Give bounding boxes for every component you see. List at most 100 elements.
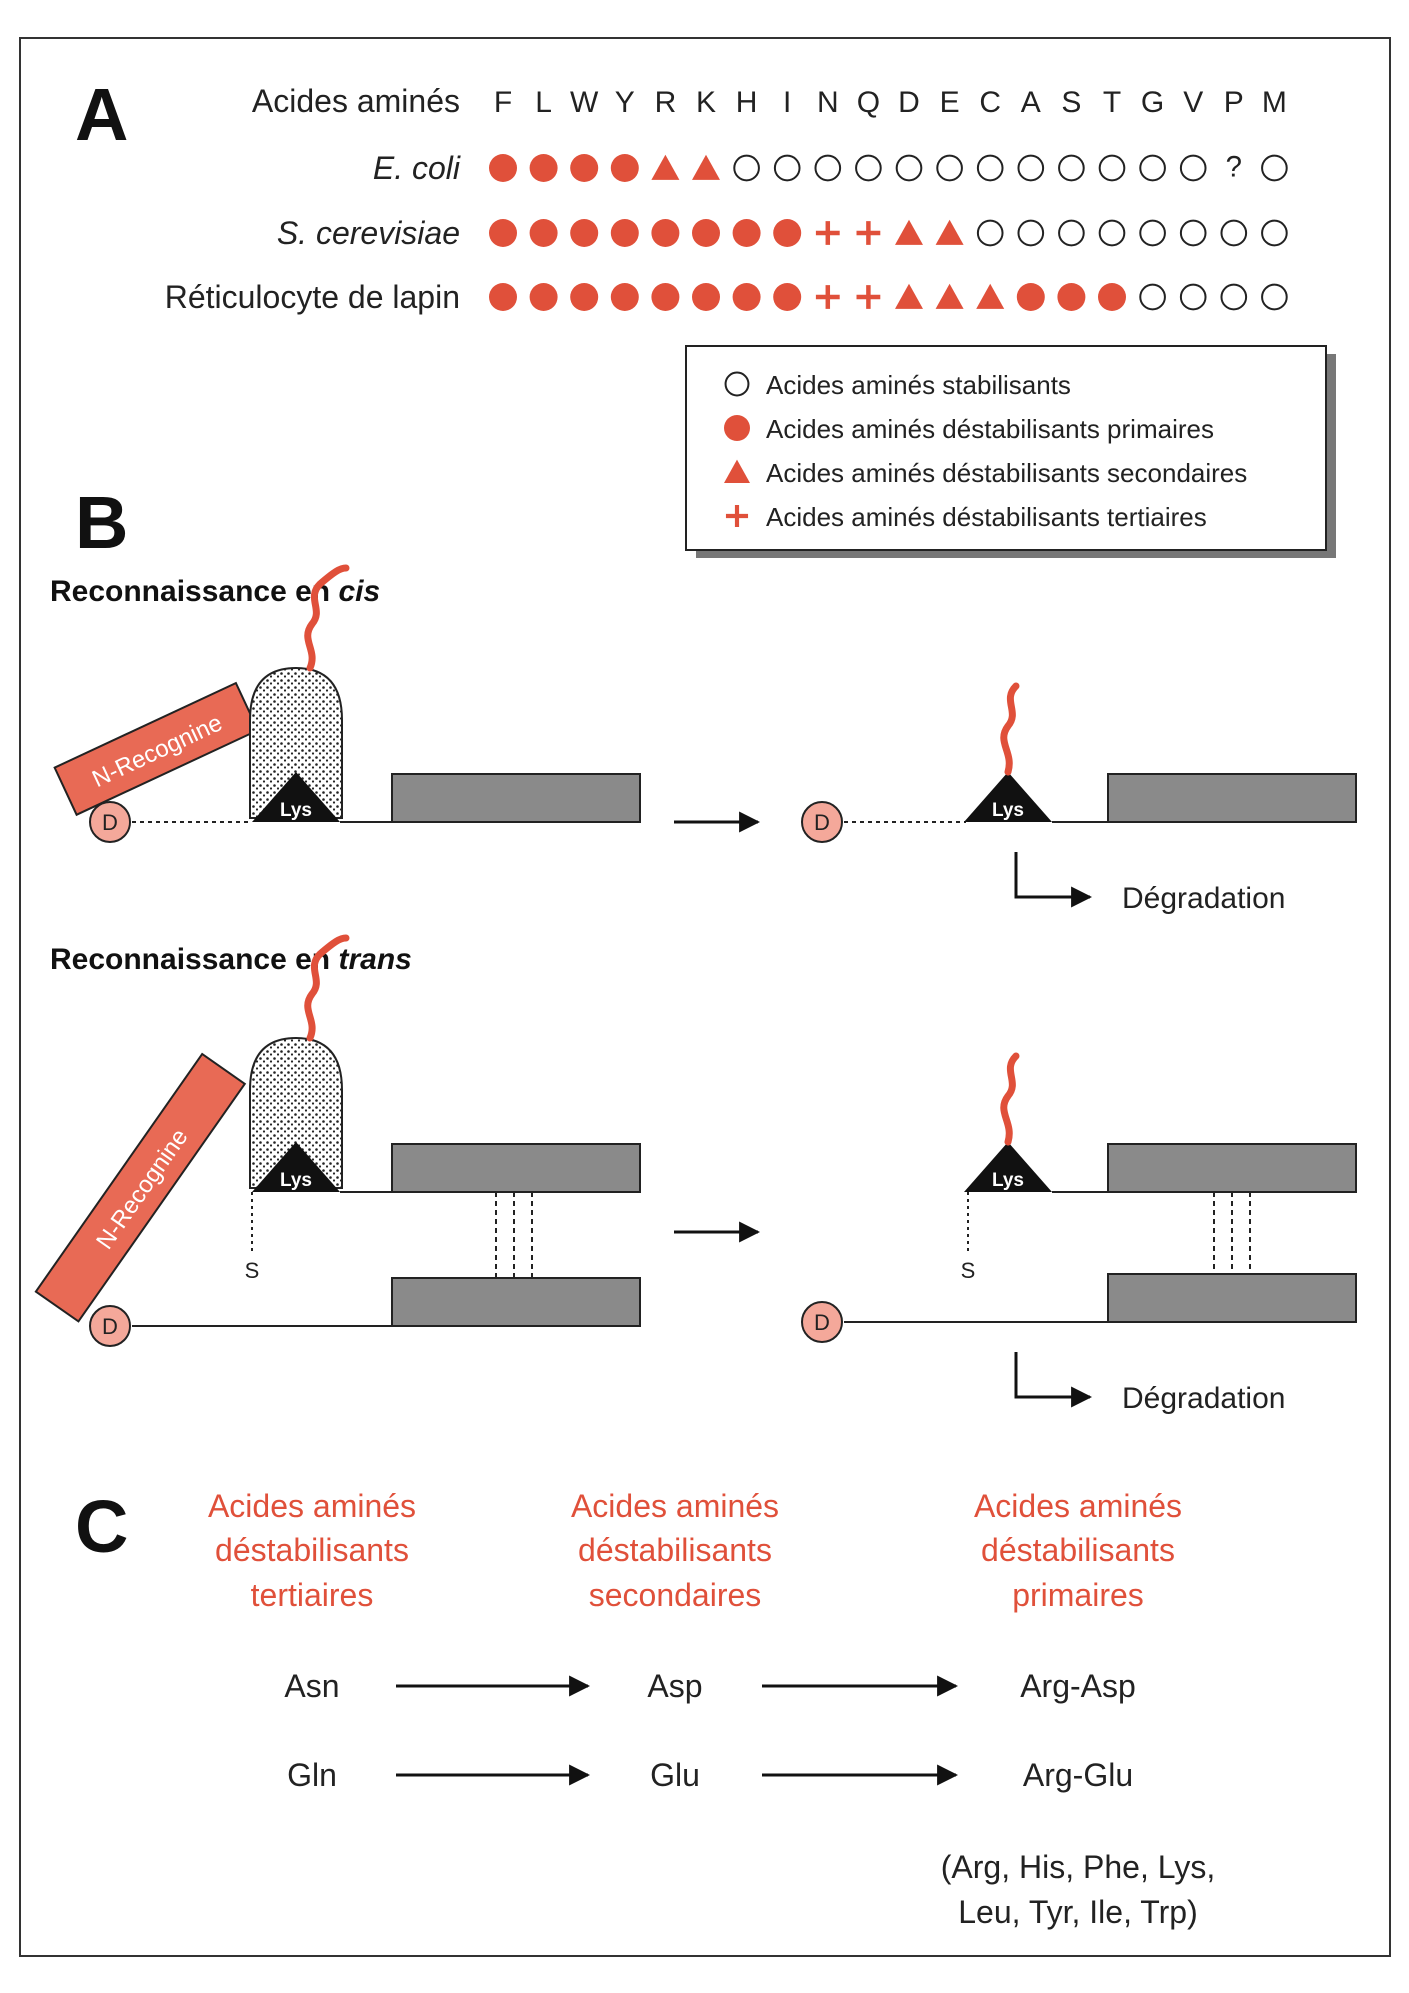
legend-label: Acides aminés déstabilisants tertiaires xyxy=(766,502,1207,532)
symbol-y xyxy=(610,219,639,247)
symbol-c xyxy=(976,219,1004,247)
symbol-r xyxy=(651,154,680,180)
c-header-tertiary-line3: tertiaires xyxy=(251,1577,374,1613)
legend-label: Acides aminés déstabilisants secondaires xyxy=(766,458,1247,488)
trans-s-label: S xyxy=(245,1258,260,1283)
symbol-k xyxy=(692,154,720,180)
c-header-tertiary: Acides aminés déstabilisants tertiaires xyxy=(208,1488,416,1613)
c-header-secondary-line3: secondaires xyxy=(589,1577,762,1613)
symbol-t xyxy=(1098,154,1126,182)
cis-d-circle xyxy=(89,801,131,843)
trans-right-ubiquitin-chain xyxy=(1000,1052,1020,1146)
cis-right-d-circle xyxy=(801,801,843,843)
c-header-primary-line2: déstabilisants xyxy=(981,1532,1175,1568)
amino-acid-letter-M: M xyxy=(1262,86,1287,119)
symbol-k xyxy=(692,283,720,311)
symbol-p xyxy=(1220,219,1248,247)
symbol-a xyxy=(1016,283,1045,311)
amino-acid-letter-W: W xyxy=(570,86,599,119)
trans-right-diagram: Lys S D Dégradation xyxy=(801,1052,1357,1415)
amino-acid-letter-A: A xyxy=(1021,86,1041,119)
c-row2-primary: Arg-Glu xyxy=(1023,1757,1133,1793)
trans-upper-protein-domain xyxy=(391,1143,641,1193)
amino-acid-letter-P: P xyxy=(1224,86,1244,119)
legend-box xyxy=(685,345,1327,551)
symbol-q xyxy=(855,154,882,182)
symbol-l xyxy=(529,154,558,182)
cis-right-protein-domain xyxy=(1107,773,1357,823)
cis-lys-triangle xyxy=(252,772,340,822)
organism-label: E. coli xyxy=(373,150,461,186)
symbol-i xyxy=(773,283,802,311)
symbol-f xyxy=(489,219,517,247)
cis-left-diagram: N-Recognine D Lys xyxy=(53,564,641,843)
symbol-s xyxy=(1058,219,1085,247)
symbol-f xyxy=(489,154,517,182)
cis-degradation-arrow xyxy=(1014,852,1093,908)
c-header-primary-line1: Acides aminés xyxy=(974,1488,1182,1524)
symbol-n xyxy=(815,285,840,309)
trans-right-lower-protein-domain xyxy=(1107,1273,1357,1323)
cis-protein-domain xyxy=(391,773,641,823)
cis-proteasome-cap xyxy=(249,666,343,819)
panel-label-c: C xyxy=(75,1485,128,1568)
amino-acid-letter-E: E xyxy=(940,86,960,119)
panel-label-a: A xyxy=(75,73,128,156)
c-note-line2: Leu, Tyr, Ile, Trp) xyxy=(958,1894,1198,1930)
symbol-w xyxy=(570,219,599,247)
cis-recognin: N-Recognine xyxy=(53,681,260,817)
symbol-r xyxy=(651,283,680,311)
trans-right-lys-triangle xyxy=(964,1142,1052,1192)
symbol-a xyxy=(1017,154,1045,182)
cis-right-diagram: D Lys Dégradation xyxy=(801,682,1357,915)
symbol-e xyxy=(936,154,963,182)
symbol-p: ? xyxy=(1226,150,1242,183)
organism-label: Réticulocyte de lapin xyxy=(165,279,460,315)
symbol-y xyxy=(610,154,639,182)
cis-d-label: D xyxy=(102,810,118,835)
symbol-d xyxy=(895,283,923,309)
symbol-h xyxy=(732,219,761,247)
c-conversion-row-2: Gln Glu Arg-Glu xyxy=(287,1757,1133,1793)
c-header-secondary-line1: Acides aminés xyxy=(571,1488,779,1524)
symbol-g xyxy=(1139,154,1166,182)
trans-lys-label: Lys xyxy=(280,1170,312,1191)
trans-recognin: N-Recognine xyxy=(34,1052,247,1323)
figure-frame xyxy=(19,37,1391,1957)
c-header-primary: Acides aminés déstabilisants primaires xyxy=(974,1488,1182,1613)
symbol-d xyxy=(895,154,923,182)
organism-label: S. cerevisiae xyxy=(277,215,460,251)
symbol-c xyxy=(976,154,1004,182)
symbol-g xyxy=(1139,283,1166,311)
amino-acid-letter-G: G xyxy=(1141,86,1164,119)
symbol-v xyxy=(1179,283,1207,311)
c-row1-primary: Arg-Asp xyxy=(1020,1668,1136,1704)
symbol-v xyxy=(1179,219,1207,247)
c-row1-secondary: Asp xyxy=(647,1668,702,1704)
legend-symbol xyxy=(724,459,750,484)
trans-proteasome-cap xyxy=(249,1036,343,1189)
symbol-t xyxy=(1098,283,1126,311)
symbol-q xyxy=(856,221,881,245)
amino-acid-letter-N: N xyxy=(817,86,839,119)
cis-ubiquitin-chain xyxy=(304,564,350,672)
symbol-d xyxy=(895,219,923,245)
symbol-f xyxy=(489,283,517,311)
amino-acid-letter-Q: Q xyxy=(857,86,880,119)
c-header-secondary: Acides aminés déstabilisants secondaires xyxy=(571,1488,779,1613)
amino-acid-letter-H: H xyxy=(736,86,758,119)
symbol-i xyxy=(773,219,802,247)
symbol-g xyxy=(1139,219,1166,247)
c-header-secondary-line2: déstabilisants xyxy=(578,1532,772,1568)
symbol-h xyxy=(732,283,761,311)
symbol-t xyxy=(1098,219,1126,247)
symbol-e xyxy=(935,219,964,245)
symbol-q xyxy=(856,285,881,309)
symbol-n xyxy=(815,221,840,245)
symbol-y xyxy=(610,283,639,311)
trans-lys-triangle xyxy=(252,1142,340,1192)
cis-right-lys-triangle xyxy=(964,772,1052,822)
symbol-e xyxy=(935,283,964,309)
